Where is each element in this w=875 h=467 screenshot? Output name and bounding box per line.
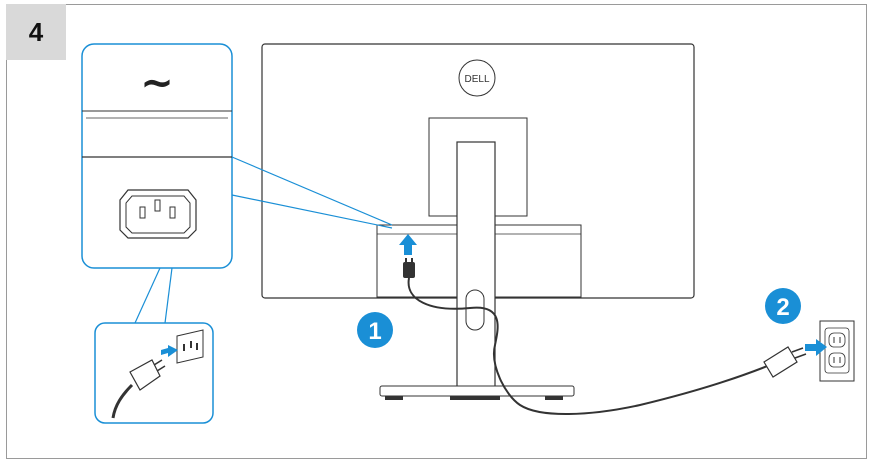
small-callout-leader <box>134 267 173 324</box>
iec-c14-socket-icon <box>119 189 197 239</box>
arrow-up-icon <box>399 234 417 255</box>
arrow-right-icon <box>805 339 827 356</box>
stand-neck <box>456 141 496 388</box>
diagram-frame <box>6 4 867 459</box>
socket-callout-panel: ~ <box>81 43 233 269</box>
cable-management-slot <box>465 289 485 331</box>
power-plug-icon <box>403 258 415 278</box>
wall-outlet-icon <box>819 320 855 382</box>
small-socket-icon <box>176 329 204 364</box>
wall-plug-icon <box>763 346 807 378</box>
dell-logo: DELL <box>458 59 496 97</box>
step-badge-1: 1 <box>357 312 393 348</box>
step-number: 4 <box>28 16 44 47</box>
dell-logo-text: DELL <box>464 74 489 85</box>
step-number-box: 4 <box>6 4 66 60</box>
power-cable <box>407 277 783 415</box>
ac-power-symbol: ~ <box>140 60 174 106</box>
step-badge-2: 2 <box>765 288 801 324</box>
small-arrow-icon <box>161 345 178 357</box>
small-plug-icon <box>111 359 166 419</box>
stand-base <box>379 385 575 400</box>
svg-text:1: 1 <box>368 318 381 345</box>
svg-text:2: 2 <box>776 294 789 321</box>
plug-insertion-callout-panel <box>94 322 214 424</box>
callout-leader-lines <box>231 156 393 229</box>
